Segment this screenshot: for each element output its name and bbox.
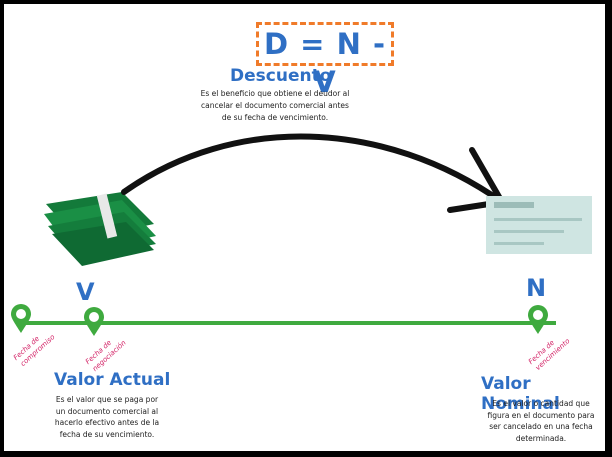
marker-v: V [76,278,95,306]
formula-box: D = N - V [256,22,394,99]
formula-text: D = N - V [264,27,386,99]
curved-arrow-icon [121,133,505,213]
money-stack-icon [44,192,156,266]
marker-n: N [526,274,547,302]
descuento-description: Es el beneficio que obtiene el deudor al… [200,89,350,122]
slide-canvas: D = N - V Descuento Es el beneficio que … [4,4,605,451]
cheque-icon [486,196,592,254]
descuento-title: Descuento [230,66,332,86]
valor-actual-title: Valor Actual [54,370,171,390]
location-pin-icon [528,305,548,334]
valor-nominal-title: Valor Nominal [481,374,560,414]
illustration-layer [44,133,592,266]
timeline-bar [20,321,556,325]
location-pin-icon [84,307,104,336]
location-pin-icon [11,304,31,333]
valor-actual-description: Es el valor que se paga por un documento… [54,395,160,439]
valor-nominal-description: Es el valor o cantidad que figura en el … [487,399,595,443]
